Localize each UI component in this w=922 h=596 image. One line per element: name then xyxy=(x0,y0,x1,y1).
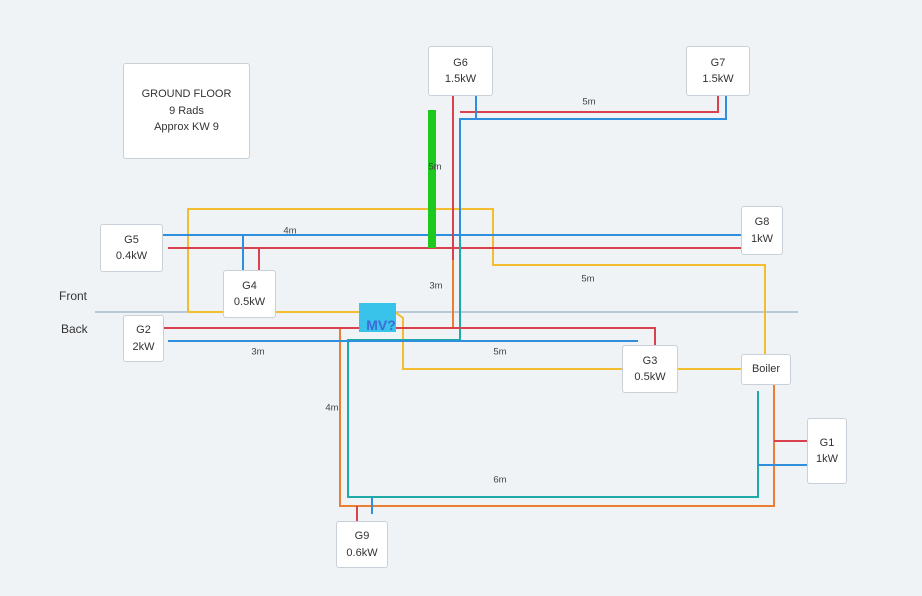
valve-label: MV? xyxy=(366,317,396,333)
return-pipe-g7 xyxy=(459,96,727,240)
distance-label-bottom-run: 6m xyxy=(493,474,507,486)
distance-label-left-drop: 4m xyxy=(325,402,339,414)
distance-label-g3-run: 5m xyxy=(493,346,507,358)
distance-label-center: 3m xyxy=(429,280,443,292)
radiator-name: G1 xyxy=(819,436,835,449)
info-total-kw: Approx KW 9 xyxy=(154,121,219,134)
radiator-power: 0.5kW xyxy=(233,296,266,308)
radiator-name: G9 xyxy=(354,530,370,542)
radiator-g8[interactable]: G8 1kW xyxy=(741,206,783,255)
orange-pipe xyxy=(339,260,775,507)
radiator-name: G4 xyxy=(242,279,257,292)
boiler-label: Boiler xyxy=(751,363,781,376)
info-rad-count: 9 Rads xyxy=(169,104,204,117)
yellow-pipe-mid xyxy=(188,311,622,370)
distance-label-g2-run: 3m xyxy=(251,346,265,358)
radiator-name: G8 xyxy=(754,216,770,228)
radiator-g6[interactable]: G6 1.5kW xyxy=(428,46,493,96)
boiler-box[interactable]: Boiler xyxy=(741,354,791,385)
radiator-g5[interactable]: G5 0.4kW xyxy=(100,224,163,272)
flow-pipe-g2-g3 xyxy=(163,327,656,345)
radiator-g4[interactable]: G4 0.5kW xyxy=(223,270,276,318)
radiator-g3[interactable]: G3 0.5kW xyxy=(622,345,678,393)
radiator-name: G7 xyxy=(710,56,726,69)
yellow-pipe-loop xyxy=(187,208,766,354)
radiator-g2[interactable]: G2 2kW xyxy=(123,315,164,362)
radiator-power: 1.5kW xyxy=(702,73,734,85)
radiator-power: 1kW xyxy=(751,232,773,245)
radiator-name: G5 xyxy=(124,233,139,246)
radiator-g1[interactable]: G1 1kW xyxy=(807,418,847,484)
radiator-g9[interactable]: G9 0.6kW xyxy=(336,521,388,568)
distance-label-vertical-top: 5m xyxy=(428,161,442,173)
radiator-power: 2kW xyxy=(132,340,155,353)
flow-pipe-g7 xyxy=(460,96,719,113)
radiator-name: G3 xyxy=(642,354,658,367)
radiator-power: 1.5kW xyxy=(444,73,477,85)
front-zone-label: Front xyxy=(59,289,88,303)
info-title: GROUND FLOOR xyxy=(141,88,232,101)
floor-info-box: GROUND FLOOR 9 Rads Approx KW 9 xyxy=(123,63,250,159)
distance-label-g8-yellow: 5m xyxy=(581,273,595,285)
motorised-valve-marker xyxy=(359,303,396,332)
radiator-g7[interactable]: G7 1.5kW xyxy=(686,46,750,96)
radiator-power: 0.6kW xyxy=(346,546,378,559)
radiator-power: 0.5kW xyxy=(634,371,666,383)
teal-pipe xyxy=(347,240,759,498)
distance-label-g5-run: 4m xyxy=(283,225,297,237)
radiator-name: G6 xyxy=(453,56,468,69)
distance-label-g6-g7: 5m xyxy=(582,96,596,108)
back-zone-label: Back xyxy=(61,322,88,336)
radiator-power: 0.4kW xyxy=(115,250,148,262)
radiator-power: 1kW xyxy=(816,453,838,465)
radiator-name: G2 xyxy=(136,324,151,336)
